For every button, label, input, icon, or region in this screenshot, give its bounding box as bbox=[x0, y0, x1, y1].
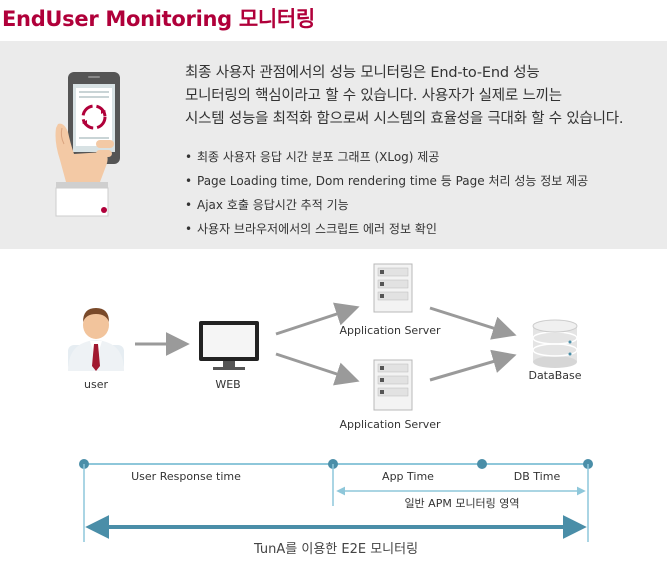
intro-line: 최종 사용자 관점에서의 성능 모니터링은 End-to-End 성능 bbox=[185, 65, 540, 81]
architecture-diagram: user WEB Application Server Application … bbox=[68, 263, 593, 557]
arrow-app2-db bbox=[429, 349, 517, 382]
arrow-web-app1 bbox=[275, 302, 360, 336]
feature-item: Page Loading time, Dom rendering time 등 … bbox=[185, 169, 588, 193]
user-icon bbox=[68, 308, 124, 371]
feature-item: Ajax 호출 응답시간 추적 기능 bbox=[185, 193, 588, 217]
feature-item: 사용자 브라우저에서의 스크립트 에러 정보 확인 bbox=[185, 217, 588, 241]
arrow-app1-db bbox=[429, 306, 517, 340]
monitor-icon bbox=[199, 321, 259, 370]
user-label: user bbox=[84, 378, 108, 391]
app-time-label: App Time bbox=[382, 470, 434, 483]
db-time-label: DB Time bbox=[514, 470, 561, 483]
app-server-2-label: Application Server bbox=[339, 418, 441, 431]
server-icon bbox=[373, 263, 413, 313]
intro-line: 시스템 성능을 최적화 함으로써 시스템의 효율성을 극대화 할 수 있습니다. bbox=[185, 111, 624, 127]
database-icon bbox=[532, 319, 578, 368]
arrow-web-app2 bbox=[275, 352, 360, 386]
user-response-time-label: User Response time bbox=[131, 470, 241, 483]
database-label: DataBase bbox=[528, 369, 581, 382]
timeline-marker bbox=[477, 459, 487, 469]
feature-list: 최종 사용자 응답 시간 분포 그래프 (XLog) 제공 Page Loadi… bbox=[185, 145, 588, 241]
intro-text: 최종 사용자 관점에서의 성능 모니터링은 End-to-End 성능 모니터링… bbox=[185, 62, 665, 131]
apm-area-label: 일반 APM 모니터링 영역 bbox=[404, 496, 519, 510]
server-icon bbox=[373, 359, 413, 411]
e2e-label: TunA를 이용한 E2E 모니터링 bbox=[253, 542, 418, 557]
page-title: EndUser Monitoring 모니터링 bbox=[2, 7, 315, 31]
app-server-1-label: Application Server bbox=[339, 324, 441, 337]
web-label: WEB bbox=[215, 378, 240, 391]
phone-hand-icon bbox=[55, 72, 120, 217]
intro-line: 모니터링의 핵심이라고 할 수 있습니다. 사용자가 실제로 느끼는 bbox=[185, 88, 562, 104]
feature-item: 최종 사용자 응답 시간 분포 그래프 (XLog) 제공 bbox=[185, 145, 588, 169]
